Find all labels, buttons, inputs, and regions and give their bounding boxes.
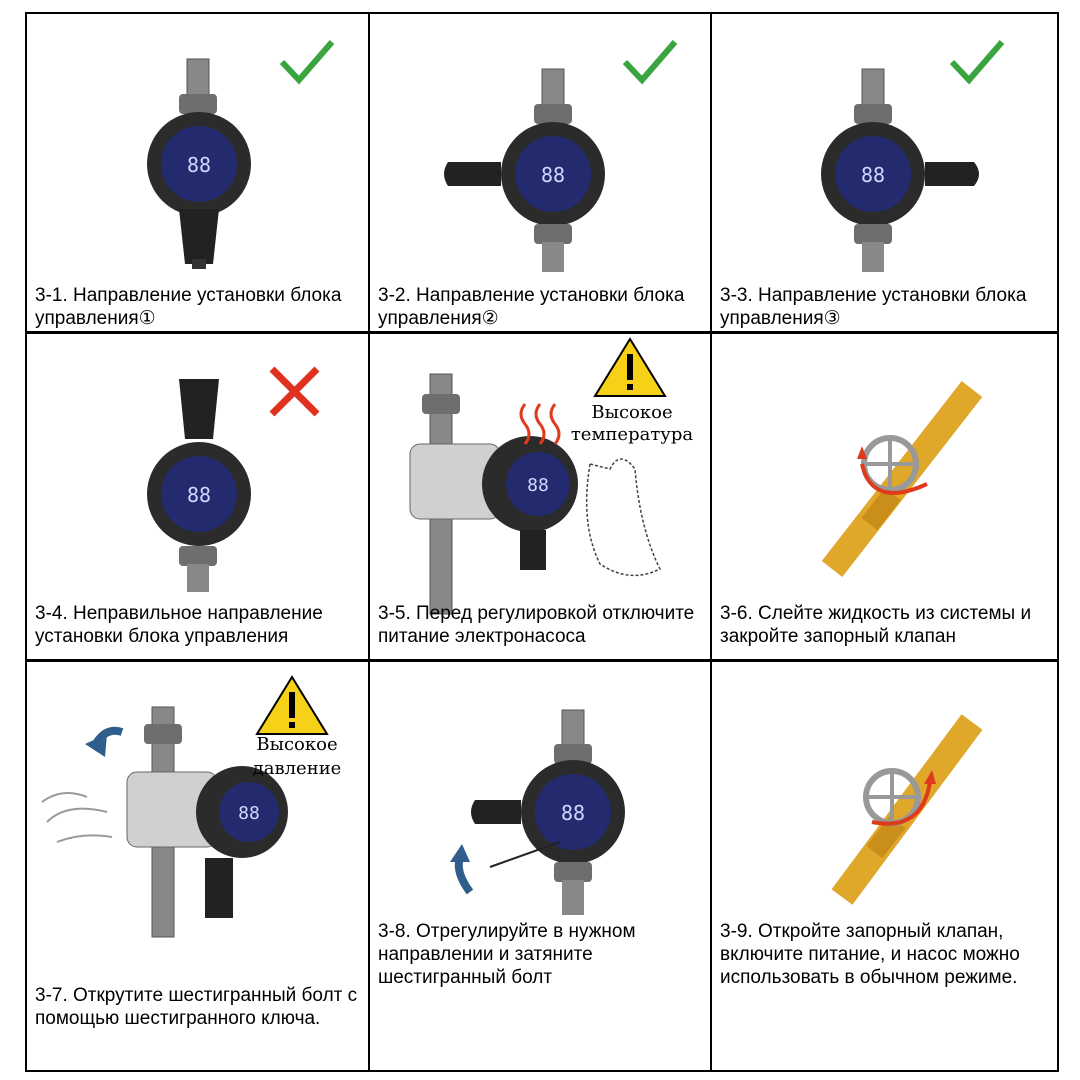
svg-text:88: 88 <box>187 153 211 177</box>
cross-icon <box>269 366 320 417</box>
valve-close-illustration <box>821 381 983 577</box>
svg-text:88: 88 <box>561 801 585 825</box>
pump-illustration: 88 <box>821 68 979 272</box>
svg-text:Высокое: Высокое <box>256 734 337 755</box>
grid-divider <box>368 14 370 1070</box>
panel-caption: 3-6. Слейте жидкость из системы и закрой… <box>720 603 1032 647</box>
grid-divider <box>27 331 1057 334</box>
grid-divider <box>710 14 712 1070</box>
svg-text:88: 88 <box>527 475 549 496</box>
panel-caption: 3-2. Направление установки блока управле… <box>378 285 685 329</box>
pump-illustration: 88 <box>147 379 251 592</box>
svg-text:88: 88 <box>187 483 211 507</box>
pump-illustration: 88 <box>444 68 605 272</box>
instruction-grid: 88 3-1. Направление установки блока упра… <box>25 12 1059 1072</box>
warning-label: Высокое температура <box>571 402 694 445</box>
svg-text:Высокое: Высокое <box>591 402 672 423</box>
warning-icon <box>593 337 667 397</box>
pump-hot-illustration: 88 <box>409 373 662 615</box>
check-icon <box>279 40 335 85</box>
warning-icon <box>255 675 329 735</box>
pump-loosen-illustration: 88 <box>41 706 288 938</box>
panel-caption: 3-4. Неправильное направление установки … <box>35 603 323 647</box>
check-icon <box>622 40 678 85</box>
svg-text:88: 88 <box>861 163 885 187</box>
panel-3-3: 88 3-3. Направление установки блока упра… <box>712 14 1057 331</box>
panel-3-2: 88 3-2. Направление установки блока упра… <box>370 14 710 331</box>
panel-caption: 3-8. Отрегулируйте в нужном направлении … <box>378 921 636 988</box>
check-icon <box>949 40 1005 85</box>
svg-text:88: 88 <box>541 163 565 187</box>
valve-open-illustration <box>831 714 983 905</box>
panel-caption: 3-7. Открутите шестигранный болт с помощ… <box>35 985 358 1029</box>
panel-3-6: 3-6. Слейте жидкость из системы и закрой… <box>712 334 1057 659</box>
svg-text:88: 88 <box>238 803 260 824</box>
warning-label: Высокое давление <box>253 734 342 779</box>
panel-3-4: 88 3-4. Неправильное направление установ… <box>27 334 368 659</box>
panel-caption: 3-3. Направление установки блока управле… <box>720 285 1027 329</box>
panel-caption: 3-5. Перед регулировкой отключите питани… <box>378 603 695 647</box>
panel-3-8: 88 3-8. Отрегулируйте в нужном направлен… <box>370 662 710 1070</box>
panel-caption: 3-9. Откройте запорный клапан, включите … <box>720 921 1020 988</box>
pump-tighten-illustration: 88 <box>450 709 625 915</box>
svg-text:давление: давление <box>253 758 342 779</box>
panel-caption: 3-1. Направление установки блока управле… <box>35 285 342 329</box>
grid-divider <box>27 659 1057 662</box>
panel-3-1: 88 3-1. Направление установки блока упра… <box>27 14 368 331</box>
svg-text:температура: температура <box>571 424 694 445</box>
pump-illustration: 88 <box>147 58 251 269</box>
panel-3-9: 3-9. Откройте запорный клапан, включите … <box>712 662 1057 1070</box>
panel-3-5: 88 Высокое температура 3-5. Перед регули… <box>370 334 710 659</box>
panel-3-7: 88 Высокое давление 3-7. Открутите шести… <box>27 662 368 1070</box>
